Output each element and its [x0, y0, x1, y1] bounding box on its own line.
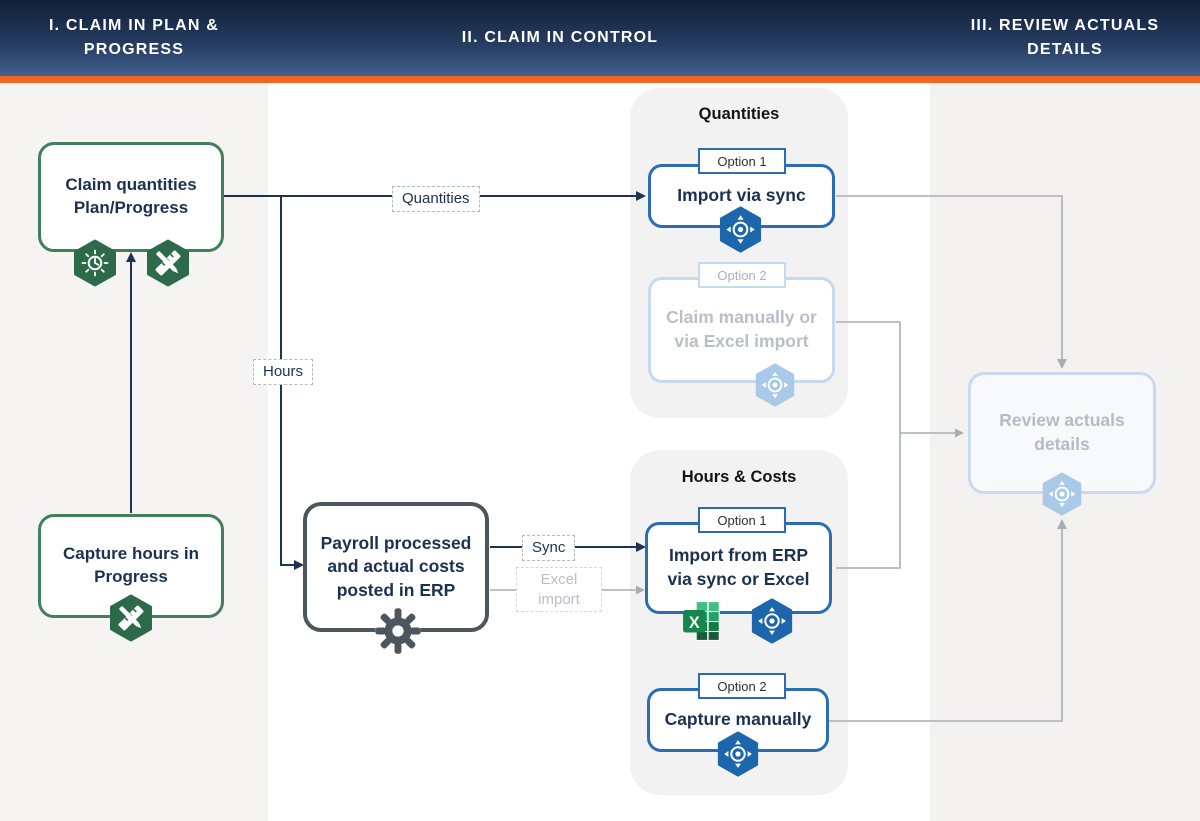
control-sync-hexagon-icon-faded — [753, 363, 797, 412]
header-accent-stripe — [0, 76, 1200, 83]
hours-option2-tag: Option 2 — [698, 673, 786, 699]
review-actuals-box: Review actuals details — [968, 372, 1156, 494]
capture-hours-label: Capture hours in Progress — [62, 544, 199, 586]
quantities-group-title: Quantities — [698, 105, 780, 123]
import-from-erp-box: Import from ERP via sync or Excel — [645, 522, 832, 614]
progress-clock-icon — [71, 239, 119, 292]
edge-label-excel-import: Excel import — [516, 567, 602, 612]
import-from-erp-label: Import from ERP via sync or Excel — [667, 545, 810, 589]
review-actuals-label: Review actuals details — [999, 410, 1125, 454]
control-sync-hexagon-icon — [749, 598, 795, 649]
claim-manually-box: Claim manually or via Excel import — [648, 277, 835, 383]
excel-icon — [682, 600, 724, 647]
control-sync-hexagon-icon — [715, 731, 761, 782]
gear-icon — [372, 605, 424, 662]
import-via-sync-label: Import via sync — [677, 185, 806, 206]
stage1-header: I. Claim in Plan & Progress — [48, 17, 220, 58]
hours-option1-tag: Option 1 — [698, 507, 786, 533]
claim-quantities-box: Claim quantities Plan/Progress — [38, 142, 224, 252]
stage3-header: III. Review Actuals Details — [970, 17, 1160, 58]
quantities-option2-tag: Option 2 — [698, 262, 786, 288]
claim-manually-label: Claim manually or via Excel import — [666, 307, 817, 351]
control-sync-hexagon-icon-faded — [1040, 472, 1084, 521]
progress-ruler-pencil-icon — [107, 594, 155, 647]
payroll-erp-label: Payroll processed and actual costs poste… — [320, 532, 472, 600]
stage2-header: II. Claim in Control — [461, 29, 659, 46]
hours-costs-group-title: Hours & Costs — [681, 468, 797, 486]
edge-label-quantities: Quantities — [392, 186, 480, 212]
control-sync-hexagon-icon — [717, 206, 764, 258]
plan-ruler-pencil-icon — [144, 239, 192, 292]
quantities-option1-tag: Option 1 — [698, 148, 786, 174]
claim-quantities-label: Claim quantities Plan/Progress — [65, 175, 197, 217]
edge-label-sync: Sync — [522, 535, 576, 561]
capture-manually-label: Capture manually — [664, 709, 812, 730]
header-bar — [0, 0, 1200, 76]
edge-label-hours: Hours — [253, 359, 314, 385]
